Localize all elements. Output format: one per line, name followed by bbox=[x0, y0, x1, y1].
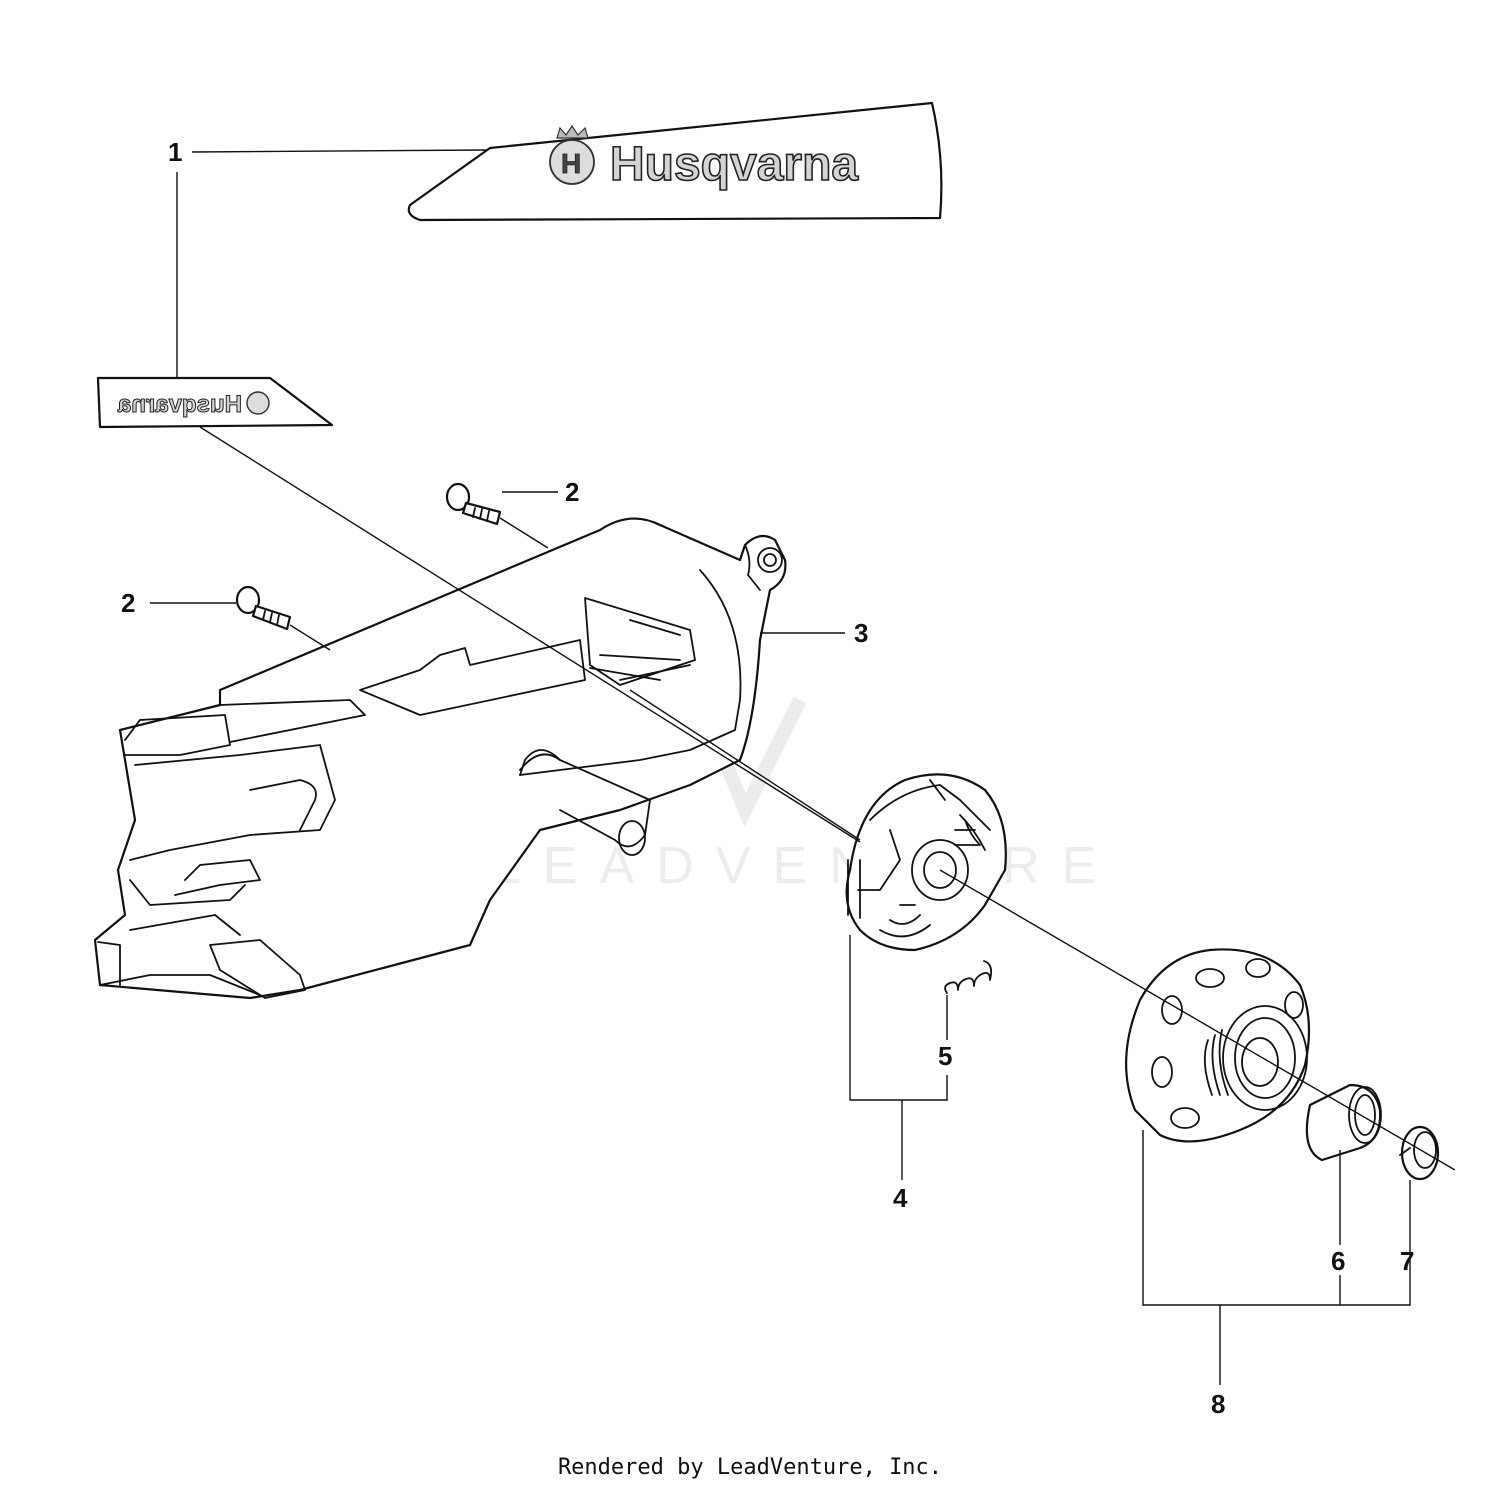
callout-5: 5 bbox=[938, 1041, 952, 1071]
assembly-axis-line-lower bbox=[939, 869, 1456, 1171]
husqvarna-crown-small-icon bbox=[246, 391, 270, 415]
callout-2-lower: 2 bbox=[121, 588, 135, 618]
footer-credit: Rendered by LeadVenture, Inc. bbox=[557, 1455, 943, 1480]
assembly-axis-line-mid bbox=[629, 689, 861, 841]
screw-upper bbox=[445, 482, 502, 526]
svg-text:H: H bbox=[561, 148, 581, 179]
leader-lines bbox=[150, 149, 1411, 1385]
callout-8: 8 bbox=[1211, 1389, 1225, 1419]
clutch-spring bbox=[944, 960, 993, 994]
husqvarna-crown-icon: H bbox=[549, 124, 595, 185]
callout-3: 3 bbox=[854, 618, 868, 648]
husqvarna-logo-text: Husqvarna bbox=[610, 138, 858, 191]
callout-4: 4 bbox=[893, 1183, 908, 1213]
callout-6: 6 bbox=[1331, 1246, 1345, 1276]
needle-bearing bbox=[1305, 1083, 1382, 1162]
callout-7: 7 bbox=[1400, 1246, 1414, 1276]
callout-2-upper: 2 bbox=[565, 477, 579, 507]
watermark-text: LEADVENTURE bbox=[492, 837, 1118, 895]
decal-large: H Husqvarna bbox=[407, 101, 943, 222]
decal-small: Husqvarna bbox=[96, 376, 334, 429]
screw-lower bbox=[235, 585, 292, 631]
belt-guard-cover bbox=[93, 517, 787, 1000]
clutch-assembly bbox=[845, 773, 1007, 952]
husqvarna-logo-text-mirrored: Husqvarna bbox=[117, 391, 242, 418]
clutch-drum bbox=[1125, 948, 1311, 1143]
assembly-axis-line-upper bbox=[199, 426, 861, 843]
washer bbox=[1399, 1125, 1440, 1181]
callout-1: 1 bbox=[168, 137, 182, 167]
